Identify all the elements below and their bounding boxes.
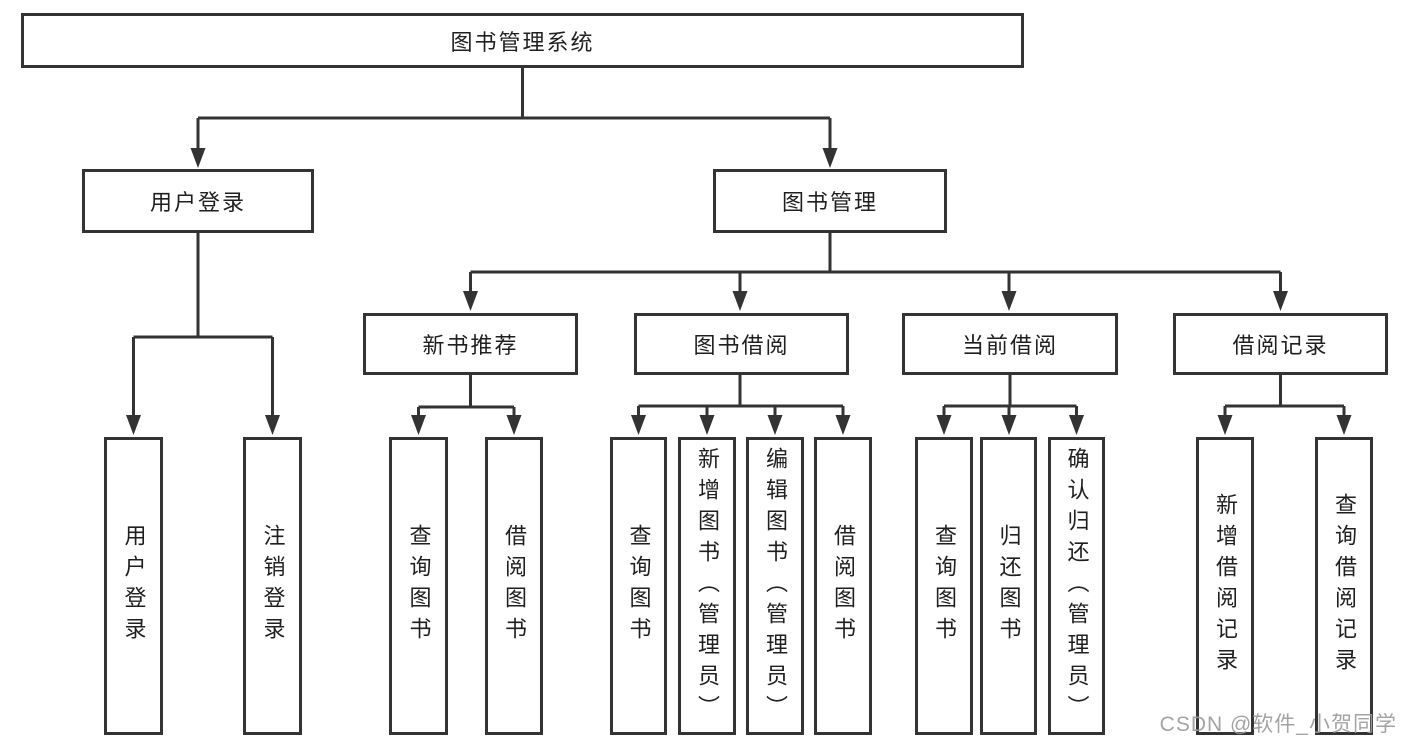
leaf-br-query-record-label: 查询借阅记录	[1332, 493, 1357, 679]
leaf-bb-query-book: 查询图书	[610, 437, 667, 735]
leaf-br-add-record-label: 新增借阅记录	[1213, 493, 1238, 679]
connector-book-management	[469, 233, 1282, 293]
node-user-login: 用户登录	[82, 169, 314, 233]
node-book-management: 图书管理	[713, 169, 947, 233]
node-new-book-recommend-label: 新书推荐	[422, 333, 519, 358]
connector-user-login	[132, 233, 274, 417]
leaf-nbr-query-book: 查询图书	[389, 437, 448, 735]
leaf-nbr-borrow-book-label: 借阅图书	[502, 524, 527, 648]
leaf-logout-login-label: 注销登录	[260, 524, 286, 648]
leaf-bb-edit-book-admin: 编辑图书（管理员）	[746, 437, 804, 735]
connector-borrow-record	[1223, 375, 1346, 417]
arrow-heads-current-borrow	[936, 415, 1084, 435]
leaf-bb-query-book-label: 查询图书	[626, 524, 652, 648]
leaf-user-login: 用户登录	[104, 437, 163, 735]
node-borrow-record: 借阅记录	[1173, 313, 1388, 375]
arrow-heads-book-borrow	[631, 415, 851, 435]
leaf-nbr-query-book-label: 查询图书	[406, 524, 432, 648]
node-root-label: 图书管理系统	[450, 29, 595, 55]
leaf-br-add-record: 新增借阅记录	[1196, 437, 1254, 735]
node-current-borrow: 当前借阅	[902, 313, 1118, 375]
leaf-bb-add-book-admin: 新增图书（管理员）	[678, 437, 736, 735]
arrow-heads-new-book-recommend	[411, 415, 522, 435]
leaf-nbr-borrow-book: 借阅图书	[485, 437, 543, 735]
leaf-bb-borrow-book-label: 借阅图书	[831, 524, 856, 648]
arrow-heads-book-management	[463, 291, 1288, 311]
leaf-bb-add-book-admin-label: 新增图书（管理员）	[695, 446, 720, 726]
arrow-heads-root	[190, 148, 838, 168]
leaf-cb-query-book-label: 查询图书	[932, 524, 957, 648]
connector-current-borrow	[942, 375, 1078, 417]
node-current-borrow-label: 当前借阅	[961, 333, 1058, 358]
node-user-login-label: 用户登录	[149, 190, 246, 215]
leaf-cb-query-book: 查询图书	[915, 437, 973, 735]
node-new-book-recommend: 新书推荐	[363, 313, 578, 375]
node-book-borrow: 图书借阅	[634, 313, 849, 375]
leaf-cb-confirm-return-admin: 确认归还（管理员）	[1048, 437, 1105, 735]
leaf-logout-login: 注销登录	[243, 437, 302, 735]
connector-new-book-recommend	[417, 375, 516, 417]
arrow-heads-user-login	[126, 415, 280, 435]
leaf-user-login-label: 用户登录	[121, 524, 147, 648]
connector-book-borrow	[637, 375, 845, 417]
leaf-cb-return-book: 归还图书	[980, 437, 1037, 735]
leaf-bb-borrow-book: 借阅图书	[814, 437, 872, 735]
node-borrow-record-label: 借阅记录	[1232, 333, 1329, 358]
leaf-br-query-record: 查询借阅记录	[1315, 437, 1373, 735]
leaf-bb-edit-book-admin-label: 编辑图书（管理员）	[763, 446, 788, 726]
leaf-cb-return-book-label: 归还图书	[996, 524, 1022, 648]
connector-root	[196, 68, 832, 150]
watermark: CSDN @软件_小贺同学	[1159, 713, 1397, 736]
leaf-cb-confirm-return-admin-label: 确认归还（管理员）	[1064, 446, 1090, 726]
arrow-heads-borrow-record	[1217, 415, 1352, 435]
node-root: 图书管理系统	[21, 13, 1024, 68]
node-book-management-label: 图书管理	[781, 190, 878, 215]
node-book-borrow-label: 图书借阅	[693, 333, 790, 358]
